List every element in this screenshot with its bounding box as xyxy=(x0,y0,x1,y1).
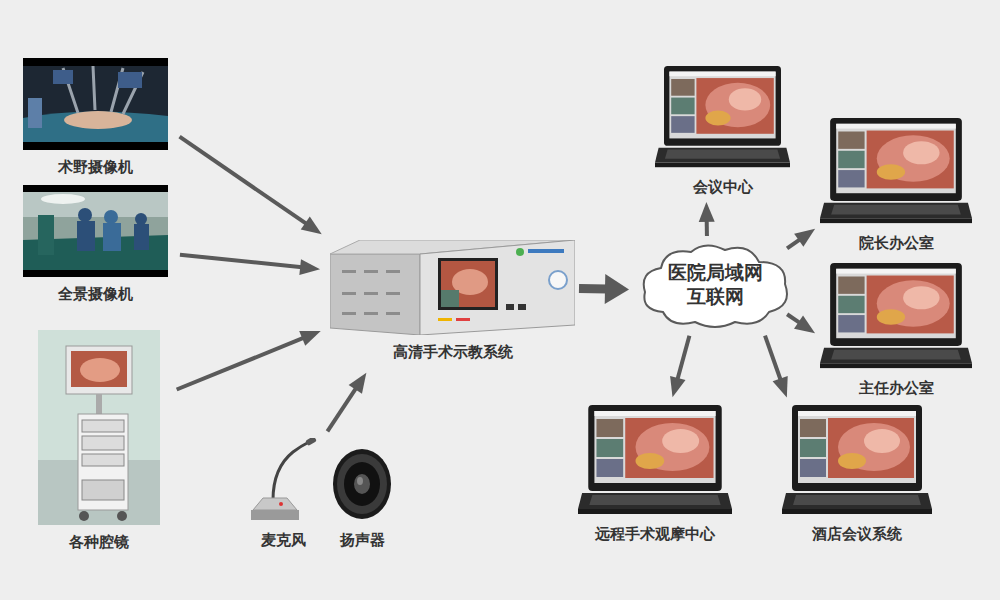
laptop-picture xyxy=(578,405,732,517)
laptop-node: 院长办公室 xyxy=(820,118,972,252)
arrow-connector xyxy=(787,314,815,333)
arrow-head xyxy=(794,229,815,247)
picture-frame xyxy=(23,58,168,150)
arrow-connector xyxy=(579,274,629,304)
laptop-node: 酒店会议系统 xyxy=(782,405,932,543)
teaching-system-device xyxy=(330,240,575,335)
laptop-picture xyxy=(782,405,932,517)
connector-line xyxy=(787,314,800,323)
picture-frame xyxy=(820,263,972,371)
connector-line xyxy=(177,338,304,390)
caption: 远程手术观摩中心 xyxy=(578,525,732,543)
laptop-node: 主任办公室 xyxy=(820,263,972,397)
caption: 各种腔镜 xyxy=(38,533,160,551)
picture-frame xyxy=(38,330,160,525)
caption: 术野摄像机 xyxy=(23,158,168,176)
laptop-node: 远程手术观摩中心 xyxy=(578,405,732,543)
laptop-picture xyxy=(820,263,972,371)
microphone-node: 麦克风 xyxy=(243,438,323,549)
arrow-connector xyxy=(787,229,815,249)
connector-line xyxy=(180,137,307,224)
speaker-icon xyxy=(330,445,395,523)
network-cloud: 医院局域网 互联网 xyxy=(635,240,795,330)
arrow-head xyxy=(301,216,322,234)
arrow-head xyxy=(349,373,367,394)
camera-photo xyxy=(23,58,168,150)
connector-line xyxy=(787,239,800,248)
system-node: 高清手术示教系统 xyxy=(330,240,575,361)
camera-photo xyxy=(23,185,168,277)
arrow-connector xyxy=(670,336,689,397)
picture-frame xyxy=(655,66,790,170)
arrow-connector xyxy=(180,137,322,235)
caption: 院长办公室 xyxy=(820,234,972,252)
picture-frame xyxy=(23,185,168,277)
speaker-node: 扬声器 xyxy=(330,445,395,549)
arrow-connector xyxy=(327,373,366,432)
arrow-head xyxy=(299,259,320,275)
connector-line xyxy=(705,220,709,236)
arrow-head xyxy=(670,376,685,397)
picture-frame xyxy=(243,438,323,523)
connector-line xyxy=(579,284,607,294)
connector-line xyxy=(180,255,302,268)
picture-frame xyxy=(820,118,972,226)
caption: 扬声器 xyxy=(330,531,395,549)
cloud-label: 医院局域网 互联网 xyxy=(665,261,765,309)
picture-frame xyxy=(330,240,575,335)
caption: 主任办公室 xyxy=(820,379,972,397)
arrow-head xyxy=(299,331,321,346)
camera-node: 术野摄像机 xyxy=(23,58,168,176)
laptop-picture xyxy=(820,118,972,226)
laptop-picture xyxy=(655,66,790,170)
caption: 酒店会议系统 xyxy=(782,525,932,543)
picture-frame xyxy=(330,445,395,523)
picture-frame xyxy=(578,405,732,517)
caption: 全景摄像机 xyxy=(23,285,168,303)
connector-line xyxy=(677,336,689,380)
connector-line xyxy=(327,388,356,432)
connector-line xyxy=(765,336,781,381)
arrow-connector xyxy=(765,336,788,398)
arrow-head xyxy=(699,202,715,222)
arrow-connector xyxy=(180,255,320,275)
picture-frame xyxy=(782,405,932,517)
camera-node: 全景摄像机 xyxy=(23,185,168,303)
arrow-connector xyxy=(177,331,321,390)
arrow-head xyxy=(794,315,815,333)
caption: 高清手术示教系统 xyxy=(330,343,575,361)
microphone-icon xyxy=(243,438,323,523)
arrow-connector xyxy=(699,202,715,236)
arrow-head xyxy=(605,274,629,304)
endoscope-cart-photo xyxy=(38,330,160,525)
arrow-head xyxy=(773,376,788,398)
endoscope-node: 各种腔镜 xyxy=(38,330,160,551)
caption: 麦克风 xyxy=(243,531,323,549)
caption: 会议中心 xyxy=(655,178,790,196)
laptop-node: 会议中心 xyxy=(655,66,790,196)
